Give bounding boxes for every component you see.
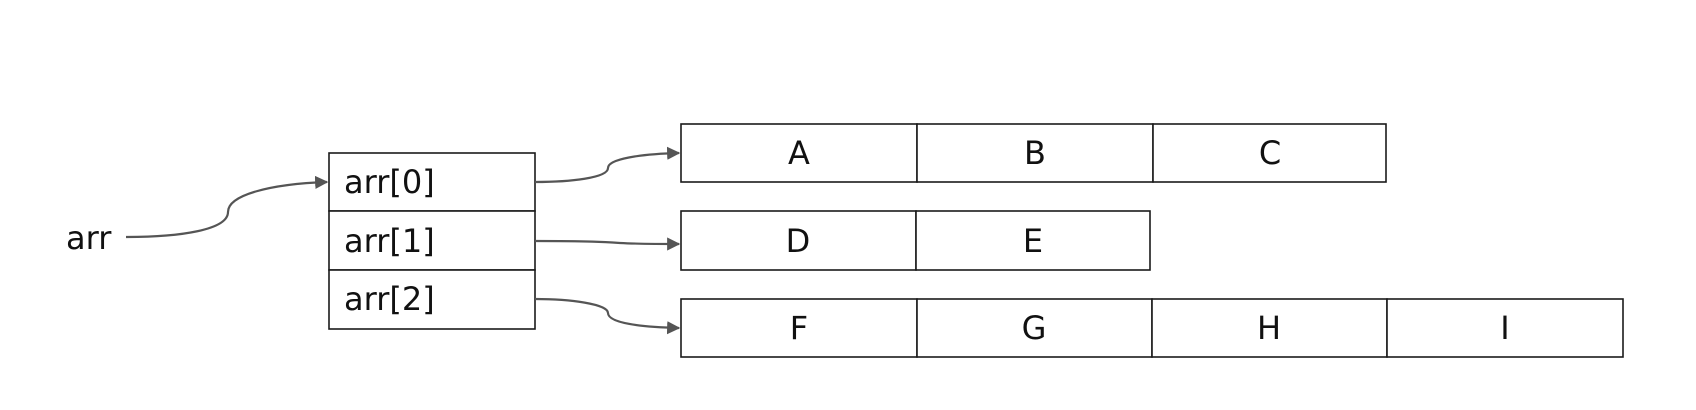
pointer-1-arrow: [534, 237, 681, 251]
row2-cell-2-label: H: [1257, 309, 1281, 347]
row0-cell-0-label: A: [788, 134, 810, 172]
data-row-1: D E: [680, 210, 1151, 271]
row2-cell-1-label: G: [1022, 309, 1047, 347]
row0-cell-2: [1152, 123, 1387, 183]
row1-cell-1-label: E: [1023, 222, 1043, 260]
row2-cell-0: [680, 298, 918, 358]
pointer-cell-2-label: arr[2]: [344, 280, 435, 318]
pointer-cell-2: [328, 269, 536, 330]
row2-cell-1: [916, 298, 1153, 358]
pointer-0-arrow: [534, 146, 681, 184]
pointer-cell-0: [328, 152, 536, 212]
row1-cell-1: [915, 210, 1151, 271]
pointer-2-arrow: [534, 297, 681, 335]
arr-to-array-arrow: [125, 175, 329, 239]
row2-cell-3-label: I: [1500, 309, 1509, 347]
row2-cell-3: [1386, 298, 1624, 358]
row2-cell-0-label: F: [790, 309, 808, 347]
data-row-0: A B C: [680, 123, 1387, 183]
row1-cell-0-label: D: [786, 222, 811, 260]
data-row-2: F G H I: [680, 298, 1624, 358]
pointer-cell-1-label: arr[1]: [344, 222, 435, 260]
row0-cell-2-label: C: [1259, 134, 1281, 172]
row0-cell-1-label: B: [1024, 134, 1046, 172]
row0-cell-1: [916, 123, 1154, 183]
variable-label: arr: [66, 219, 112, 257]
pointer-array: arr[0] arr[1] arr[2]: [328, 152, 536, 330]
row1-cell-0: [680, 210, 917, 271]
pointer-cell-0-label: arr[0]: [344, 163, 435, 201]
pointer-cell-1: [328, 210, 536, 271]
